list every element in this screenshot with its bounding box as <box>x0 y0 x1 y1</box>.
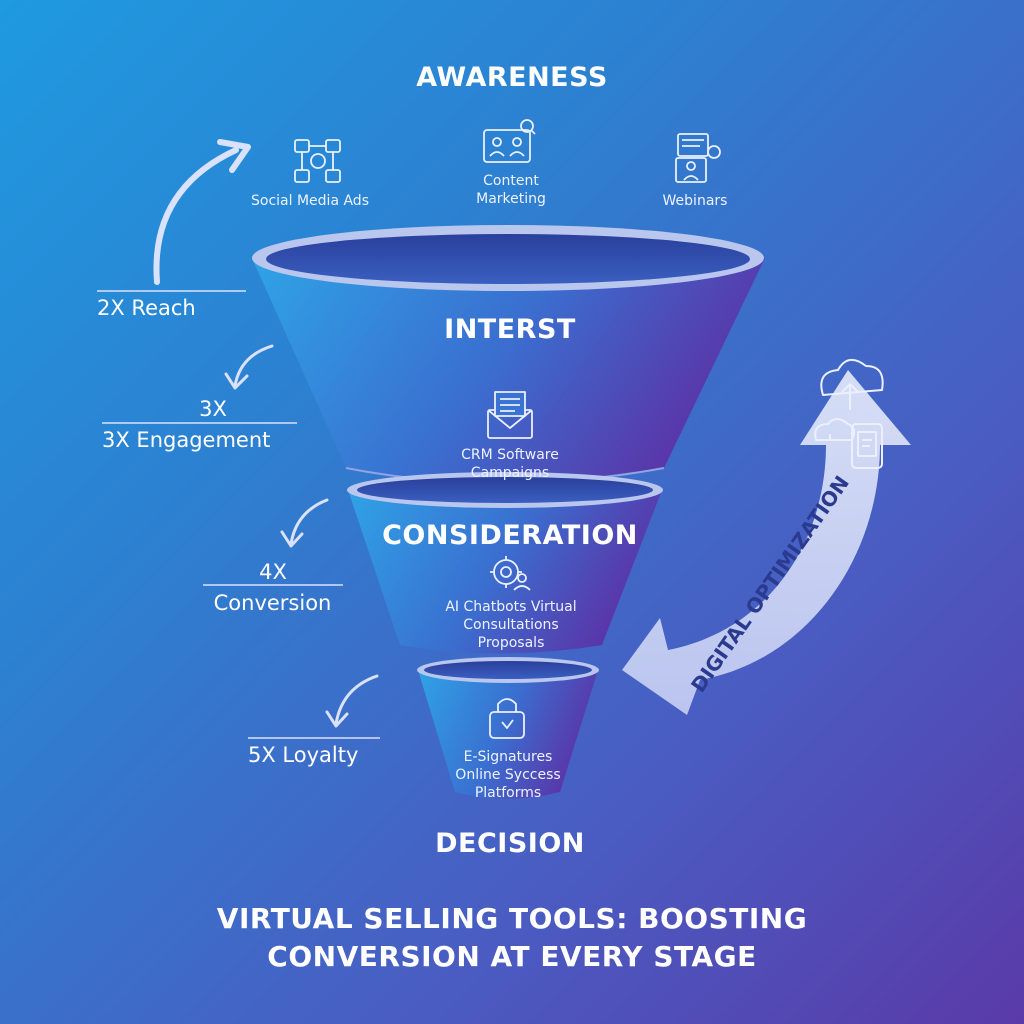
stage-consideration-label: CONSIDERATION <box>382 520 638 551</box>
webinar-icon <box>675 133 721 183</box>
chatbot-gear-icon <box>490 556 531 591</box>
metric-loyalty: 5X Loyalty <box>248 743 359 767</box>
cloud-upload-icon <box>820 359 884 410</box>
cloud-icon <box>814 418 856 441</box>
funnel-segment-interest <box>252 225 765 484</box>
tools-decision: E-Signatures Online Syccess Platforms <box>455 749 561 801</box>
video-meeting-icon <box>483 119 536 163</box>
padlock-icon <box>489 698 525 739</box>
stage-decision-label: DECISION <box>435 828 585 859</box>
conversion-arrow <box>289 498 329 546</box>
tool-webinars: Webinars <box>662 193 728 209</box>
page-title-line-2: CONVERSION AT EVERY STAGE <box>267 940 757 973</box>
metric-conversion-number: 4X <box>259 560 287 584</box>
metric-reach: 2X Reach <box>97 296 196 320</box>
page-title-line-1: VIRTUAL SELLING TOOLS: BOOSTING <box>216 902 808 935</box>
reach-arrow <box>153 147 239 285</box>
tools-consideration: AI Chatbots Virtual Consultations Propos… <box>445 599 577 651</box>
metric-engagement-number: 3X <box>199 397 227 421</box>
engagement-arrow <box>233 344 274 388</box>
tool-content-marketing: Content Marketing <box>476 173 546 207</box>
social-network-icon <box>294 139 341 183</box>
page-title: VIRTUAL SELLING TOOLS: BOOSTING CONVERSI… <box>180 900 844 976</box>
metric-engagement: 3X Engagement <box>102 428 271 452</box>
tools-interest: CRM Software Campaigns <box>461 447 559 481</box>
stage-awareness-label: AWARENESS <box>416 62 608 93</box>
funnel-segment-decision <box>417 657 599 799</box>
digital-optimization-arrow <box>622 370 911 715</box>
funnel-segment-consideration <box>347 472 663 654</box>
stage-interest-label: INTERST <box>444 314 576 345</box>
tool-social-media-ads: Social Media Ads <box>251 193 369 209</box>
envelope-icon <box>487 391 533 439</box>
loyalty-arrow <box>334 674 379 726</box>
metric-conversion: Conversion <box>213 591 332 615</box>
mobile-phone-icon <box>851 423 883 469</box>
